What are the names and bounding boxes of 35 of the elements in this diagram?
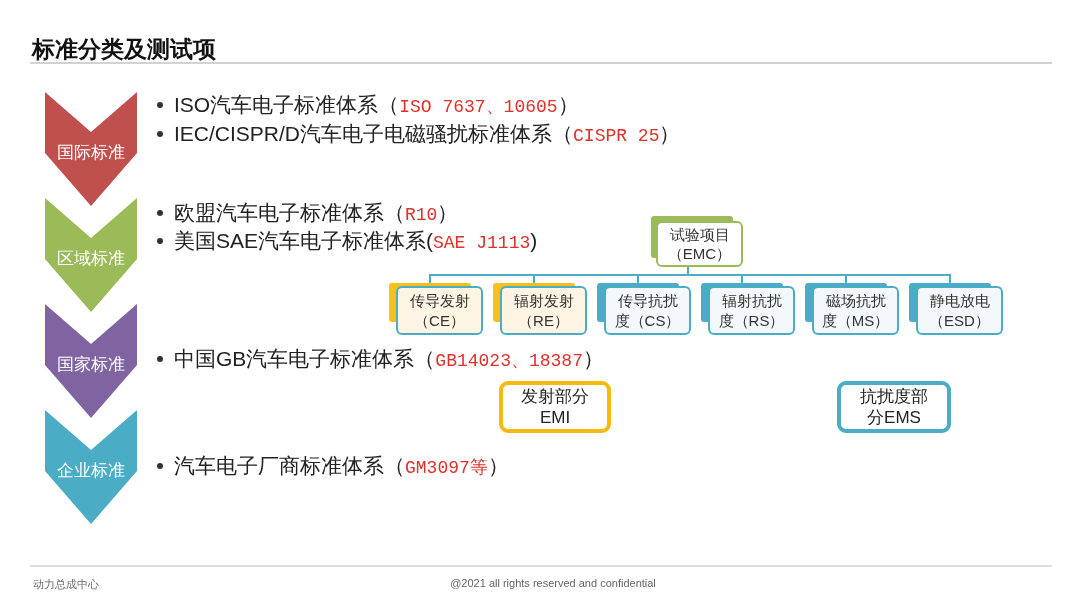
bullet-text: 欧盟汽车电子标准体系（R10） xyxy=(174,200,459,227)
banner-label: 国际标准 xyxy=(56,141,126,164)
test-item-box xyxy=(597,283,691,335)
box-label: 传导抗扰度（CS） xyxy=(613,291,682,331)
category-banner xyxy=(45,198,137,312)
box-label: 传导发射（CE） xyxy=(408,291,471,331)
test-item-box xyxy=(493,283,587,335)
banner-label: 国家标准 xyxy=(56,353,126,376)
category-banner xyxy=(45,410,137,524)
box-label: 试验项目（EMC） xyxy=(666,224,733,264)
group-box xyxy=(499,381,611,433)
bullet-text: 美国SAE汽车电子标准体系(SAE J1113) xyxy=(174,228,538,255)
test-item-box xyxy=(909,283,1003,335)
bullet-text: 中国GB汽车电子标准体系（GB14023、18387） xyxy=(174,346,604,373)
group-box xyxy=(837,381,951,433)
test-item-box xyxy=(701,283,795,335)
bullet-text: ISO汽车电子标准体系（ISO 7637、10605） xyxy=(174,92,579,119)
bullet-text: 汽车电子厂商标准体系（GM3097等） xyxy=(174,453,509,480)
box-label: 静电放电（ESD） xyxy=(928,291,991,331)
footer-text: @2021 all rights reserved and confidential xyxy=(450,577,656,589)
test-item-box xyxy=(651,216,743,267)
footer-text: 动力总成中心 xyxy=(33,577,99,592)
banner-label: 区域标准 xyxy=(56,247,126,270)
test-item-box xyxy=(805,283,899,335)
box-label: 辐射抗扰度（RS） xyxy=(717,291,786,331)
box-label: 磁场抗扰度（MS） xyxy=(821,291,890,331)
category-banner xyxy=(45,304,137,418)
category-banner xyxy=(45,92,137,206)
slide-title: 标准分类及测试项 xyxy=(32,35,216,64)
box-label: 辐射发射（RE） xyxy=(512,291,575,331)
banner-label: 企业标准 xyxy=(56,459,126,482)
bullet-text: IEC/CISPR/D汽车电子电磁骚扰标准体系（CISPR 25） xyxy=(174,121,681,148)
test-item-box xyxy=(389,283,483,335)
box-label: 抗扰度部分EMS xyxy=(859,385,929,429)
box-label: 发射部分EMI xyxy=(520,385,590,429)
